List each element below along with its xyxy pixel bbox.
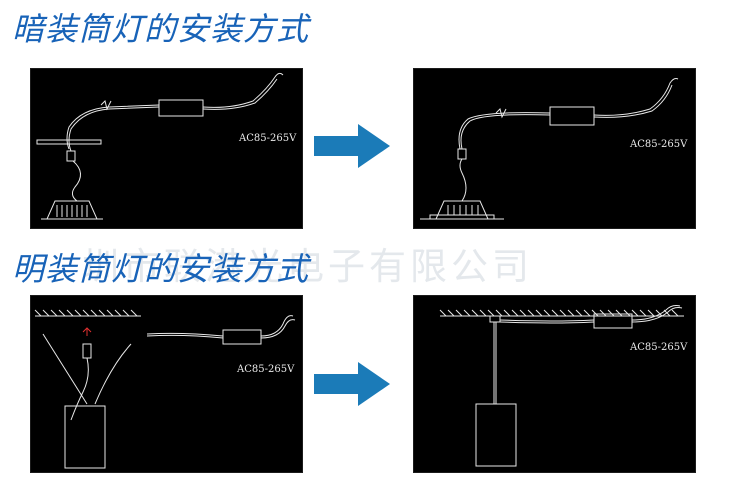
- heading-surface-installation: 明装筒灯的安装方式: [12, 250, 310, 288]
- guide-line-left: [42, 333, 88, 405]
- downlight-fins: [56, 205, 88, 217]
- lamp-body: [475, 403, 517, 467]
- surface-after-drawing: [439, 305, 684, 467]
- output-wire: [593, 78, 679, 116]
- downlight-body: [435, 200, 489, 220]
- output-wire: [260, 315, 294, 337]
- input-wire: [146, 332, 224, 337]
- output-wire: [202, 72, 284, 108]
- output-wire-2: [202, 78, 278, 110]
- connector: [66, 150, 76, 162]
- driver-box: [222, 329, 262, 345]
- surface-before-drawing: [34, 309, 296, 469]
- downlight-rim: [429, 214, 495, 220]
- voltage-label: AC85-265V: [239, 133, 297, 144]
- lamp-wire: [71, 160, 81, 202]
- downlight-fins: [447, 205, 479, 215]
- ceiling-hatch: [34, 309, 138, 317]
- voltage-label: AC85-265V: [630, 342, 688, 353]
- diagram-recessed-before: AC85-265V: [30, 68, 303, 229]
- wire-break-mark: [100, 100, 112, 111]
- driver-box: [549, 106, 595, 126]
- arrow-right-icon: [314, 124, 390, 168]
- wire-break-mark: [495, 108, 507, 119]
- wire-to-driver-2: [458, 112, 551, 150]
- ceiling-hatch: [439, 309, 679, 317]
- driver-box: [158, 99, 204, 117]
- voltage-label: AC85-265V: [237, 364, 295, 375]
- heading-recessed-installation: 暗装筒灯的安装方式: [12, 10, 310, 48]
- driver-box: [593, 313, 633, 329]
- output-wire-2: [631, 307, 683, 323]
- wire-to-connector: [68, 106, 160, 152]
- guide-line-right: [94, 343, 132, 405]
- lamp-wire: [70, 357, 89, 421]
- recessed-before-drawing: [36, 72, 284, 220]
- voltage-label: AC85-265V: [630, 139, 688, 150]
- wire-to-connector-2: [66, 104, 160, 150]
- recessed-after-drawing: [420, 78, 679, 220]
- lamp-wire: [459, 158, 467, 202]
- connector: [82, 343, 92, 359]
- output-wire-2: [260, 319, 296, 339]
- diagram-surface-before: AC85-265V: [30, 295, 303, 473]
- connector: [457, 148, 467, 160]
- lamp-body: [64, 405, 106, 469]
- input-wire: [499, 319, 595, 322]
- arrow-right-icon: [314, 362, 390, 406]
- mount-marker-head: [82, 327, 92, 333]
- diagram-recessed-after: AC85-265V: [413, 68, 696, 229]
- watermark-text: 圳市联港光电子有限公司: [82, 245, 533, 288]
- input-wire-2: [499, 321, 595, 324]
- mount-base: [489, 315, 501, 323]
- wire-to-driver: [460, 114, 551, 150]
- output-wire-2: [593, 84, 673, 118]
- suspension-rod: [493, 322, 497, 404]
- diagram-surface-after: AC85-265V: [413, 295, 696, 473]
- input-wire-2: [146, 334, 224, 339]
- output-wire: [631, 305, 681, 321]
